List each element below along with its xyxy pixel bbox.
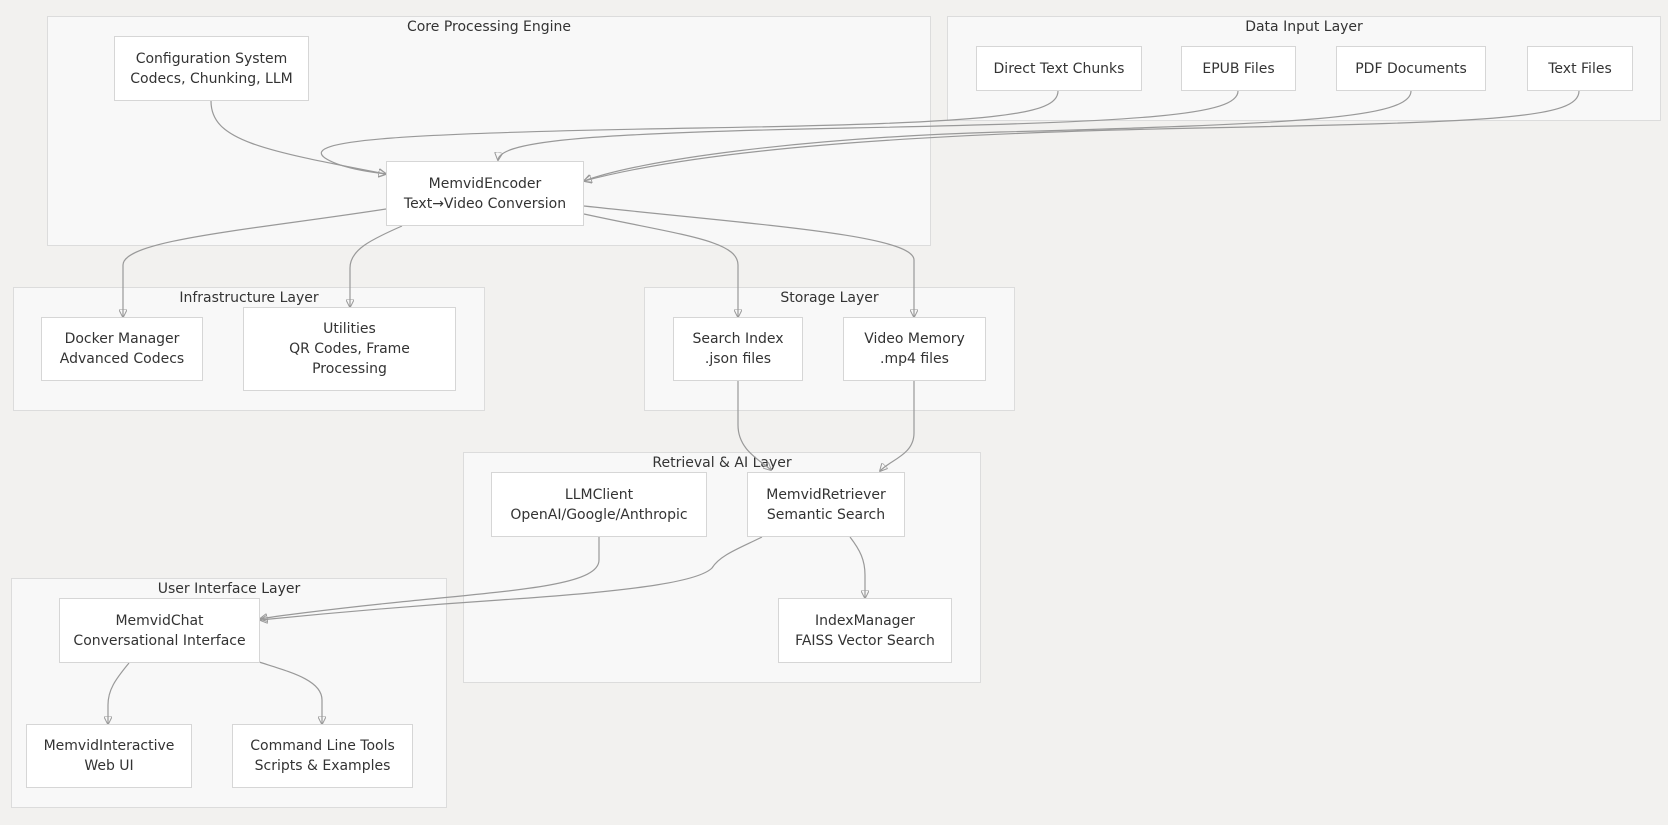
- node-memvid-encoder[interactable]: MemvidEncoder Text→Video Conversion: [386, 161, 584, 226]
- node-memvid-retriever[interactable]: MemvidRetriever Semantic Search: [747, 472, 905, 537]
- cluster-title-input: Data Input Layer: [1245, 19, 1363, 35]
- node-search-index[interactable]: Search Index .json files: [673, 317, 803, 381]
- node-memvid-interactive[interactable]: MemvidInteractive Web UI: [26, 724, 192, 788]
- retriever-subtitle: Semantic Search: [766, 506, 886, 523]
- video-memory-title: Video Memory: [864, 331, 965, 347]
- text-files-title: Text Files: [1548, 60, 1612, 77]
- node-llm-client[interactable]: LLMClient OpenAI/Google/Anthropic: [491, 472, 707, 537]
- config-title: Configuration System: [135, 50, 288, 67]
- cluster-title-core: Core Processing Engine: [406, 19, 572, 35]
- encoder-subtitle: Text→Video Conversion: [403, 195, 567, 212]
- node-utilities[interactable]: Utilities QR Codes, Frame Processing: [243, 307, 456, 391]
- node-memvid-chat[interactable]: MemvidChat Conversational Interface: [59, 598, 260, 663]
- cluster-title-ui: User Interface Layer: [157, 581, 301, 597]
- cluster-title-storage: Storage Layer: [780, 290, 879, 306]
- utilities-line2: QR Codes, Frame: [289, 341, 410, 357]
- node-docker-manager[interactable]: Docker Manager Advanced Codecs: [41, 317, 203, 381]
- chat-subtitle: Conversational Interface: [73, 632, 246, 649]
- indexmanager-title: IndexManager: [815, 612, 915, 629]
- retriever-title: MemvidRetriever: [766, 486, 886, 503]
- config-subtitle: Codecs, Chunking, LLM: [130, 70, 293, 87]
- cluster-title-retrieval: Retrieval & AI Layer: [652, 455, 792, 471]
- utilities-title: Utilities: [323, 321, 376, 337]
- node-epub-files[interactable]: EPUB Files: [1181, 46, 1296, 91]
- encoder-title: MemvidEncoder: [428, 175, 542, 192]
- search-index-subtitle: .json files: [704, 351, 772, 367]
- cli-subtitle: Scripts & Examples: [254, 758, 391, 774]
- interactive-title: MemvidInteractive: [43, 738, 175, 754]
- llmclient-title: LLMClient: [564, 486, 634, 503]
- pdf-title: PDF Documents: [1355, 60, 1467, 77]
- node-video-memory[interactable]: Video Memory .mp4 files: [843, 317, 986, 381]
- node-index-manager[interactable]: IndexManager FAISS Vector Search: [778, 598, 952, 663]
- search-index-title: Search Index: [692, 331, 784, 347]
- utilities-line3: Processing: [312, 361, 387, 377]
- chat-title: MemvidChat: [115, 612, 204, 629]
- direct-text-title: Direct Text Chunks: [993, 60, 1125, 77]
- interactive-subtitle: Web UI: [84, 758, 134, 774]
- cluster-title-infra: Infrastructure Layer: [179, 290, 319, 306]
- node-pdf-documents[interactable]: PDF Documents: [1336, 46, 1486, 91]
- llmclient-subtitle: OpenAI/Google/Anthropic: [510, 506, 688, 523]
- indexmanager-subtitle: FAISS Vector Search: [795, 632, 935, 649]
- node-command-line-tools[interactable]: Command Line Tools Scripts & Examples: [232, 724, 413, 788]
- video-memory-subtitle: .mp4 files: [880, 351, 949, 367]
- epub-title: EPUB Files: [1202, 60, 1275, 77]
- node-text-files[interactable]: Text Files: [1527, 46, 1633, 91]
- node-configuration-system[interactable]: Configuration System Codecs, Chunking, L…: [114, 36, 309, 101]
- node-direct-text-chunks[interactable]: Direct Text Chunks: [976, 46, 1142, 91]
- docker-subtitle: Advanced Codecs: [59, 351, 185, 367]
- docker-title: Docker Manager: [64, 331, 180, 347]
- cli-title: Command Line Tools: [250, 738, 395, 754]
